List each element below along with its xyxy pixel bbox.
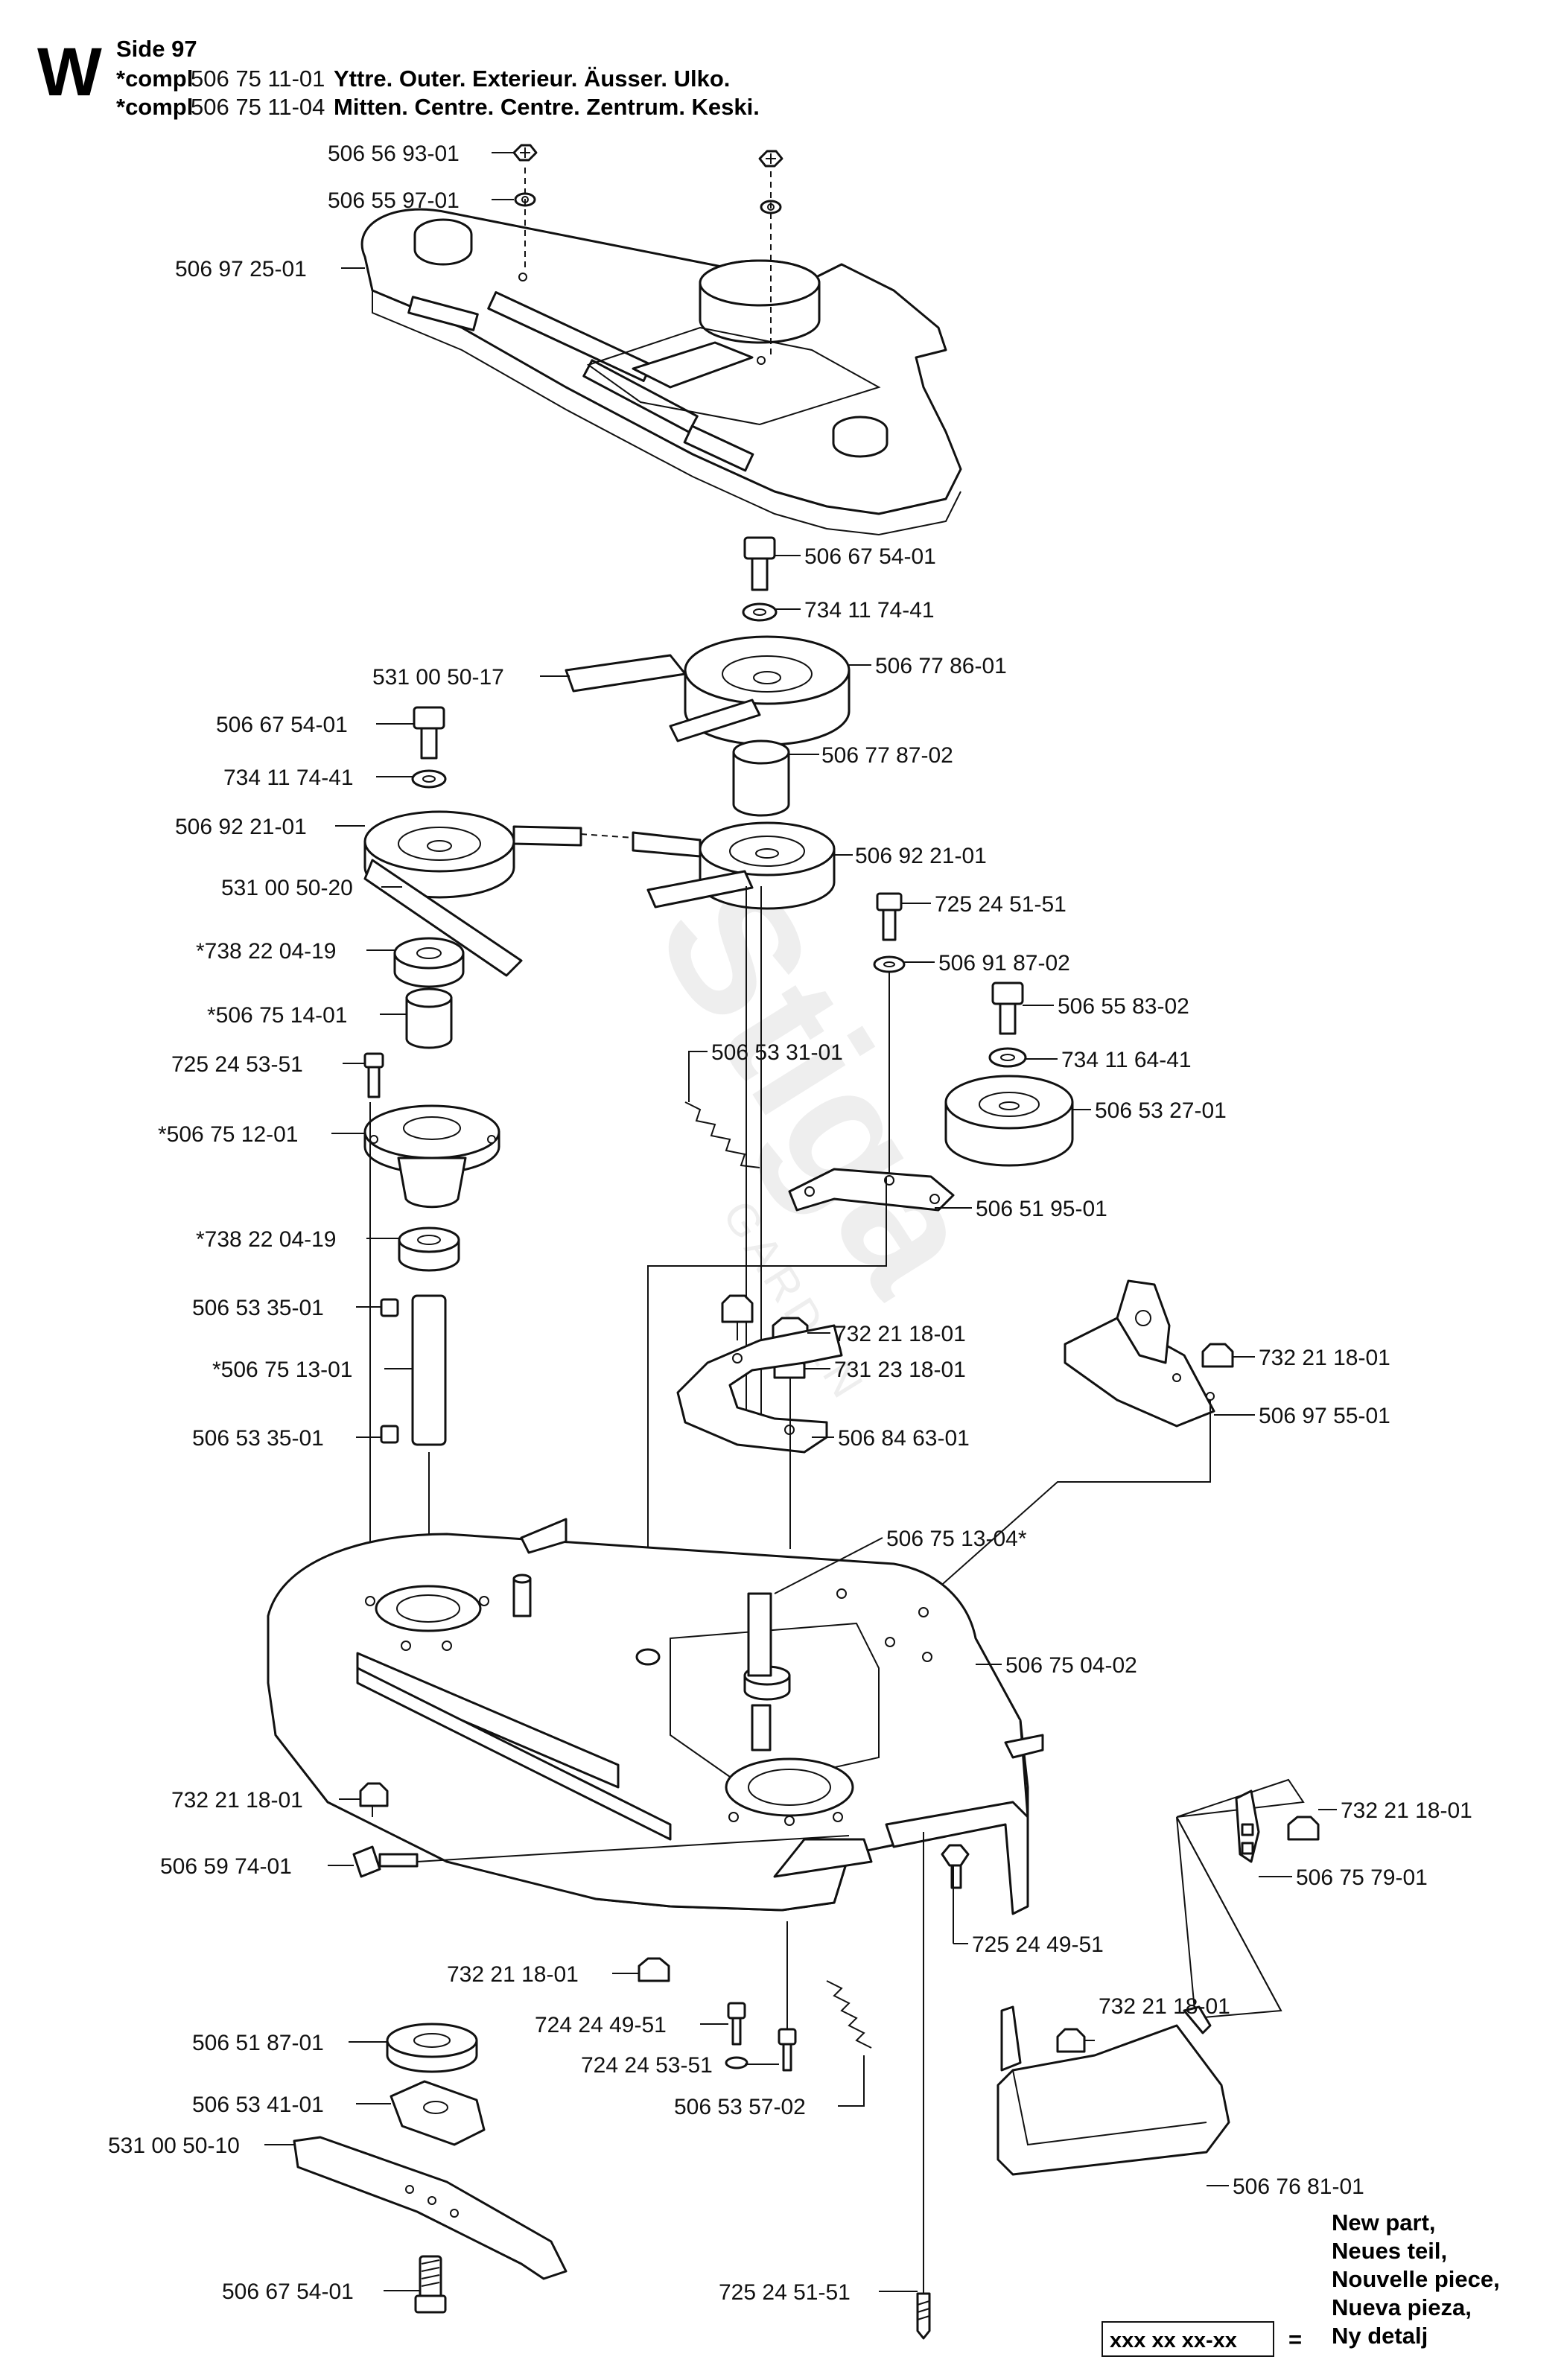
part-label: 731 23 18-01 [834,1358,966,1382]
part-label: *506 75 13-01 [212,1358,353,1382]
part-label: 506 55 97-01 [328,188,460,213]
part-label: 506 97 25-01 [175,257,307,281]
legend-line: New part, [1332,2209,1436,2236]
compl-prefix-2: *compl [116,94,193,120]
part-label: 506 97 55-01 [1259,1404,1390,1428]
pulley-assembly-drawing [363,536,851,1445]
part-label: 506 53 27-01 [1095,1098,1227,1123]
part-label: *506 75 14-01 [207,1003,348,1028]
part-label: 725 24 51-51 [935,892,1066,917]
part-label: 506 51 87-01 [192,2031,324,2055]
compl-prefix-1: *compl [116,66,193,92]
part-label: 506 75 04-02 [1005,1653,1137,1678]
part-label: 506 53 35-01 [192,1426,324,1451]
cutter-deck-drawing [267,1518,1044,1915]
discharge-chute-drawing [916,1778,1320,2340]
compl-desc-2: Mitten. Centre. Centre. Zentrum. Keski. [334,94,760,120]
part-label: 732 21 18-01 [834,1322,966,1346]
legend-line: Nouvelle piece, [1332,2266,1500,2292]
part-label: 506 67 54-01 [804,544,936,569]
part-label: 506 84 63-01 [838,1426,970,1451]
part-label: 734 11 74-41 [804,598,935,623]
compl-part-1: 506 75 11-01 [191,66,325,92]
part-label: 506 67 54-01 [222,2279,354,2304]
part-label: 732 21 18-01 [447,1962,579,1987]
part-label: 506 53 41-01 [192,2093,324,2117]
callouts: 506 56 93-01 506 55 97-01 506 97 25-01 5… [108,141,1472,2305]
part-label: 506 53 57-02 [674,2095,806,2119]
part-label: 506 77 87-02 [821,743,953,768]
part-label: 506 92 21-01 [855,844,987,868]
legend-box [1102,2321,1274,2357]
part-label: 734 11 74-41 [223,766,354,790]
part-label: 506 53 31-01 [711,1040,843,1065]
part-label: 506 56 93-01 [328,141,460,166]
compl-desc-1: Yttre. Outer. Exterieur. Äusser. Ulko. [334,66,730,92]
part-label: 724 24 49-51 [535,2013,667,2037]
legend: New part, Neues teil, Nouvelle piece, Nu… [1102,2209,1500,2357]
part-label: 732 21 18-01 [171,1788,303,1813]
part-label: 506 92 21-01 [175,815,307,839]
part-label: 506 55 83-02 [1058,994,1189,1019]
part-label: 732 21 18-01 [1341,1798,1472,1823]
legend-line: Ny detalj [1332,2323,1428,2349]
part-label: 531 00 50-17 [372,665,504,690]
part-label: 725 24 51-51 [719,2280,851,2305]
part-label: 506 76 81-01 [1233,2174,1364,2199]
section-letter: W [37,34,102,110]
part-label: 506 67 54-01 [216,713,348,737]
legend-equals: = [1288,2326,1302,2352]
part-label: 506 51 95-01 [976,1197,1107,1221]
legend-box-text: xxx xx xx-xx [1110,2329,1237,2352]
part-label: 531 00 50-20 [221,876,353,900]
part-label: 506 75 13-04* [886,1527,1027,1551]
part-label: 725 24 49-51 [972,1932,1104,1957]
part-label: *506 75 12-01 [158,1122,299,1147]
part-label: 732 21 18-01 [1259,1346,1390,1370]
compl-part-2: 506 75 11-04 [191,94,325,120]
idler-arm-drawing [647,892,1074,1653]
part-label: 732 21 18-01 [1099,1994,1230,2019]
legend-line: Neues teil, [1332,2238,1447,2264]
part-label: *738 22 04-19 [196,939,337,964]
part-label: 725 24 53-51 [171,1052,303,1077]
spindle-column-drawing [363,937,500,1631]
legend-line: Nueva pieza, [1332,2294,1472,2320]
screw-icon [512,144,783,357]
clamp-drawing [676,1279,1234,1602]
part-label: 531 00 50-10 [108,2134,240,2158]
part-label: 734 11 64-41 [1061,1048,1192,1072]
part-label: 506 91 87-02 [938,951,1070,976]
part-label: 506 77 86-01 [875,654,1007,678]
top-cover-drawing [360,208,962,536]
deck-hardware-drawing [293,1782,970,2314]
page-ref: Side 97 [116,36,197,62]
part-label: 724 24 53-51 [581,2053,713,2078]
part-label: *738 22 04-19 [196,1227,337,1252]
part-label: 506 75 79-01 [1296,1865,1428,1890]
part-label: 506 59 74-01 [160,1854,292,1879]
part-label: 506 53 35-01 [192,1296,324,1320]
